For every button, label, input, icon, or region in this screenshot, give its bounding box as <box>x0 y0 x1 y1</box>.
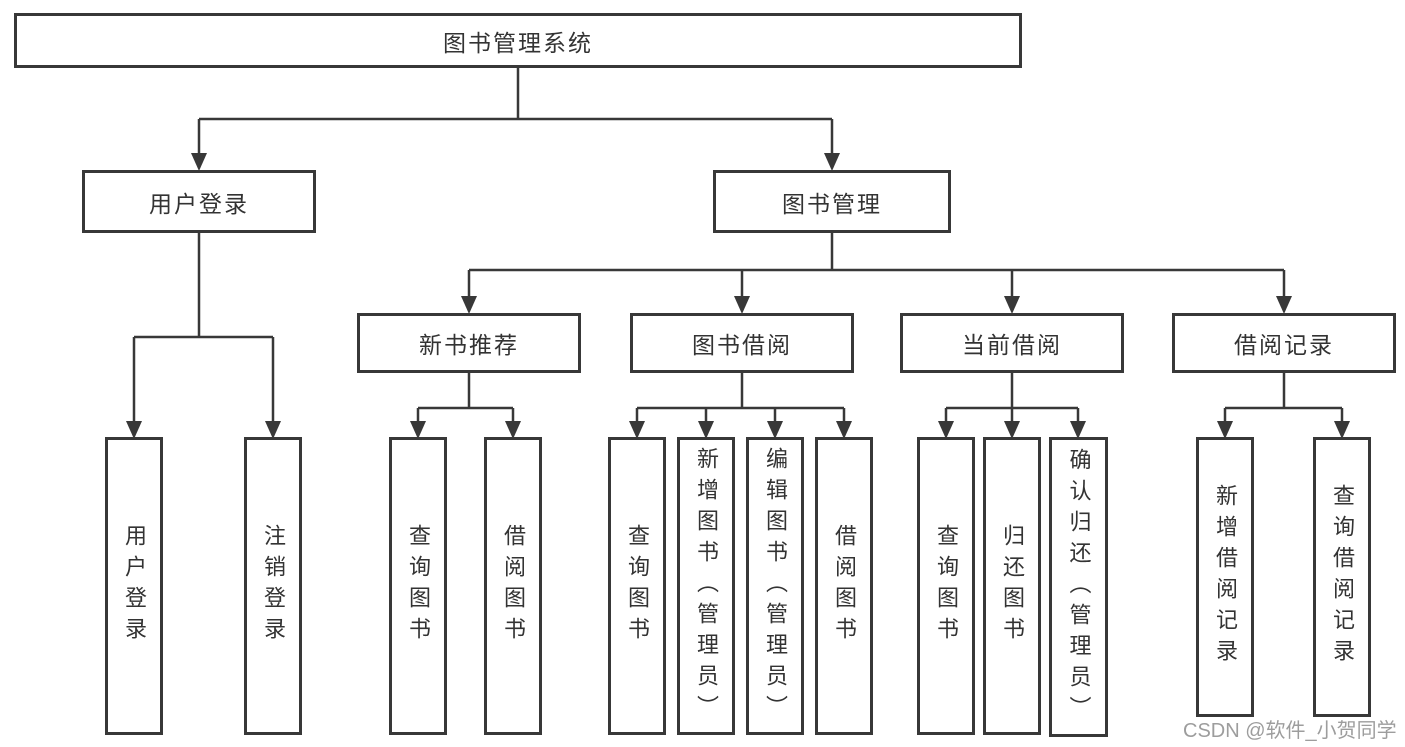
node-current-borrow: 当前借阅 <box>900 313 1124 373</box>
node-book-management-label: 图书管理 <box>782 190 882 217</box>
node-root: 图书管理系统 <box>14 13 1022 68</box>
leaf-borrow-query-books-label: 查询图书 <box>625 524 650 648</box>
leaf-records-query-record-label: 查询借阅记录 <box>1330 484 1355 670</box>
arrowheads <box>126 153 1350 439</box>
leaf-current-return-books-label: 归还图书 <box>1000 524 1025 648</box>
leaf-recommend-query-books: 查询图书 <box>389 437 447 735</box>
leaf-recommend-borrow-books-label: 借阅图书 <box>501 524 526 648</box>
leaf-logout-label: 注销登录 <box>261 524 286 648</box>
leaf-borrow-add-books-admin-label: 新增图书（管理员） <box>694 446 719 726</box>
leaf-borrow-add-books-admin: 新增图书（管理员） <box>677 437 735 735</box>
node-user-login-label: 用户登录 <box>149 190 249 217</box>
leaf-user-login-label: 用户登录 <box>122 524 147 648</box>
node-borrow-records-label: 借阅记录 <box>1234 332 1334 358</box>
leaf-current-query-books-label: 查询图书 <box>934 524 959 648</box>
node-book-borrow: 图书借阅 <box>630 313 854 373</box>
leaf-borrow-borrow-books: 借阅图书 <box>815 437 873 735</box>
watermark: CSDN @软件_小贺同学 <box>1183 720 1397 742</box>
leaf-borrow-query-books: 查询图书 <box>608 437 666 735</box>
node-new-book-recommend: 新书推荐 <box>357 313 581 373</box>
leaf-current-query-books: 查询图书 <box>917 437 975 735</box>
node-borrow-records: 借阅记录 <box>1172 313 1396 373</box>
node-user-login: 用户登录 <box>82 170 316 233</box>
node-new-book-recommend-label: 新书推荐 <box>419 332 519 358</box>
node-current-borrow-label: 当前借阅 <box>962 332 1062 358</box>
leaf-user-login: 用户登录 <box>105 437 163 735</box>
leaf-logout: 注销登录 <box>244 437 302 735</box>
node-book-borrow-label: 图书借阅 <box>692 332 792 358</box>
leaf-recommend-borrow-books: 借阅图书 <box>484 437 542 735</box>
leaf-borrow-borrow-books-label: 借阅图书 <box>832 524 857 648</box>
leaf-borrow-edit-books-admin: 编辑图书（管理员） <box>746 437 804 735</box>
leaf-records-query-record: 查询借阅记录 <box>1313 437 1371 717</box>
leaf-current-confirm-return-admin-label: 确认归还（管理员） <box>1066 447 1092 727</box>
leaf-recommend-query-books-label: 查询图书 <box>406 524 431 648</box>
node-root-label: 图书管理系统 <box>443 29 593 56</box>
leaf-current-confirm-return-admin: 确认归还（管理员） <box>1049 437 1108 737</box>
leaf-records-add-record-label: 新增借阅记录 <box>1213 484 1238 670</box>
leaf-current-return-books: 归还图书 <box>983 437 1041 735</box>
node-book-management: 图书管理 <box>713 170 951 233</box>
leaf-borrow-edit-books-admin-label: 编辑图书（管理员） <box>763 446 788 726</box>
leaf-records-add-record: 新增借阅记录 <box>1196 437 1254 717</box>
